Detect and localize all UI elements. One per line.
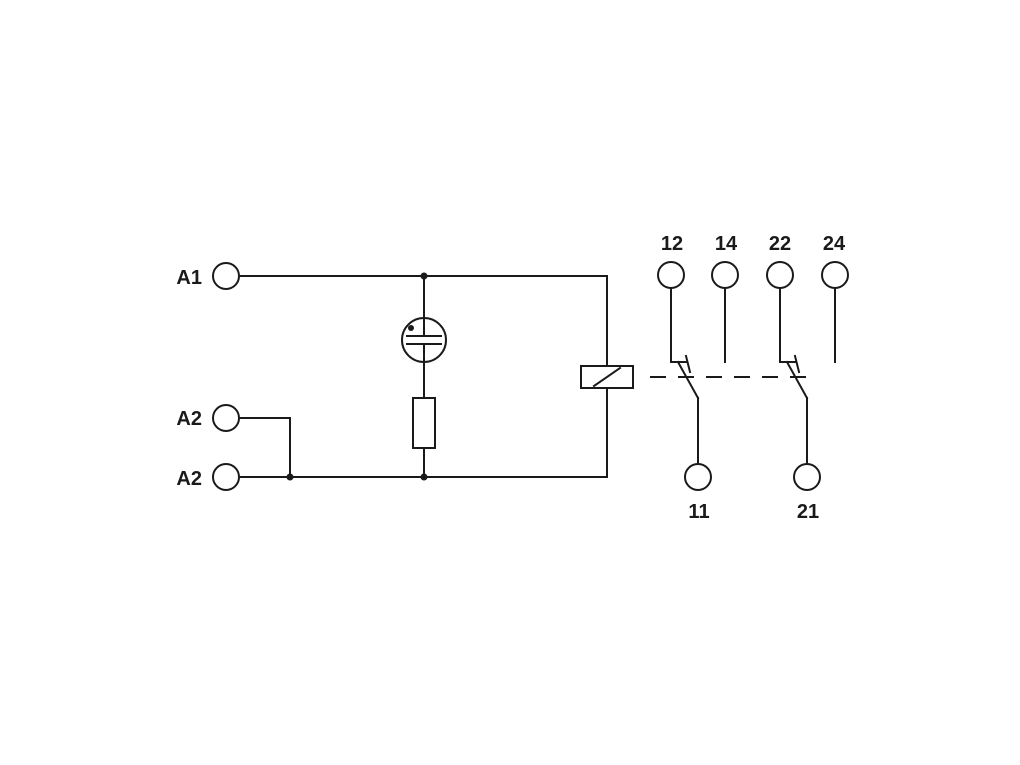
junction-node-top (420, 272, 428, 280)
terminal-a1 (212, 262, 240, 290)
resistor-symbol (412, 397, 436, 449)
junction-node-bottom-mid (420, 473, 428, 481)
terminal-14 (711, 261, 739, 289)
changeover-contact-2 (779, 287, 836, 465)
changeover-contact-1 (670, 287, 726, 465)
label-a2-lower: A2 (176, 468, 202, 490)
terminal-a2-upper (212, 404, 240, 432)
label-22: 22 (769, 233, 791, 255)
label-21: 21 (797, 501, 819, 523)
label-a2-upper: A2 (176, 408, 202, 430)
terminal-21 (793, 463, 821, 491)
label-a1: A1 (176, 267, 202, 289)
terminal-11 (684, 463, 712, 491)
label-14: 14 (715, 233, 738, 255)
indicator-lamp-symbol (401, 317, 447, 363)
terminal-22 (766, 261, 794, 289)
label-24: 24 (823, 233, 846, 255)
terminal-12 (657, 261, 685, 289)
relay-coil-symbol (580, 365, 634, 389)
label-12: 12 (661, 233, 683, 255)
junction-node-bottom-left (286, 473, 294, 481)
terminal-24 (821, 261, 849, 289)
label-11: 11 (688, 501, 709, 523)
terminal-a2-lower (212, 463, 240, 491)
